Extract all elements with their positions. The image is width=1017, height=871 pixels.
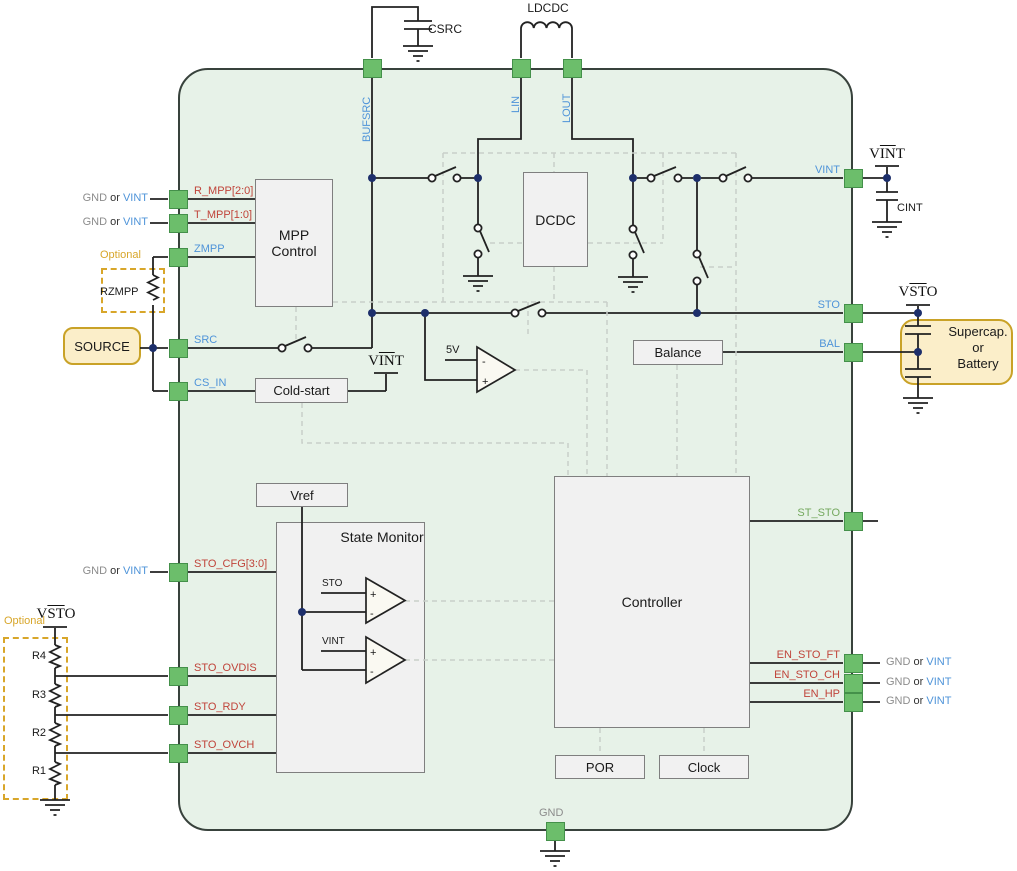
pin-lin (511, 58, 531, 78)
pin-sto-ovch (168, 743, 188, 763)
ground-icon (902, 397, 934, 414)
pin-label-st-sto: ST_STO (797, 507, 840, 519)
io-option-gnd-vint: GND or VINT (82, 192, 148, 204)
cint-capacitor-icon (876, 178, 898, 222)
resistor-label-r4: R4 (31, 650, 46, 662)
block-controller: Controller (554, 476, 750, 728)
block-vref: Vref (256, 483, 348, 507)
storage-label: Supercap. or Battery (948, 324, 1008, 371)
resistor-label-r3: R3 (31, 689, 46, 701)
pin-label-t-mpp: T_MPP[1:0] (194, 209, 253, 221)
vsto-rail-label: VSTO (898, 284, 938, 300)
rzmpp-label: RZMPP (100, 286, 139, 298)
resistor-label-r1: R1 (31, 765, 46, 777)
io-option-gnd-vint: GND or VINT (82, 565, 148, 577)
pin-label-cs-in: CS_IN (194, 377, 227, 389)
cint-label: CINT (897, 202, 923, 214)
pin-label-sto-ovdis: STO_OVDIS (194, 662, 257, 674)
junction-dot (149, 344, 157, 352)
block-cold-start: Cold-start (255, 378, 348, 403)
block-state-monitor (276, 522, 425, 773)
pin-cs-in (168, 381, 188, 401)
pin-label-bal: BAL (819, 338, 840, 350)
pin-r-mpp (168, 189, 188, 209)
vsto-rail-wire (863, 304, 930, 314)
pin-vint (843, 168, 863, 188)
pin-src (168, 338, 188, 358)
pin-label-en-hp: EN_HP (803, 688, 840, 700)
inductor-icon (520, 21, 573, 58)
pin-label-zmpp: ZMPP (194, 243, 225, 255)
ground-icon (402, 45, 434, 62)
pin-gnd (545, 821, 565, 841)
pin-label-bufsrc: BUFSRC (361, 96, 373, 142)
pin-en-hp (843, 692, 863, 712)
divider-tap-wires (55, 675, 168, 754)
pin-label-vint: VINT (814, 164, 840, 176)
ground-icon (871, 221, 903, 238)
block-balance: Balance (633, 340, 723, 365)
pin-label-en-sto-ch: EN_STO_CH (774, 669, 840, 681)
ldcdc-label: LDCDC (527, 1, 569, 15)
io-option-gnd-vint: GND or VINT (82, 216, 148, 228)
block-dcdc: DCDC (523, 172, 588, 267)
optional-label: Optional (4, 615, 45, 627)
pin-t-mpp (168, 213, 188, 233)
pin-label-lout: LOUT (561, 93, 573, 123)
io-option-gnd-vint: GND or VINT (886, 695, 952, 707)
pin-label-sto-rdy: STO_RDY (194, 701, 246, 713)
pin-sto-ovdis (168, 666, 188, 686)
pin-en-sto-ft (843, 653, 863, 673)
csin-outer-wire (152, 305, 168, 392)
pin-label-sto-cfg: STO_CFG[3:0] (194, 558, 268, 570)
source-label: SOURCE (74, 338, 130, 354)
pin-sto-rdy (168, 705, 188, 725)
junction-dot (883, 174, 891, 182)
io-option-gnd-vint: GND or VINT (886, 656, 952, 668)
comp-input-sto-label: STO (322, 578, 343, 589)
csrc-wire (371, 6, 419, 58)
pin-label-gnd: GND (539, 807, 564, 819)
pin-sto-cfg (168, 562, 188, 582)
pin-en-sto-ch (843, 673, 863, 693)
five-v-label: 5V (446, 344, 460, 356)
pin-sto (843, 303, 863, 323)
pin-label-en-sto-ft: EN_STO_FT (776, 649, 840, 661)
state-monitor-label: State Monitor (340, 529, 424, 545)
pin-lout (562, 58, 582, 78)
pin-st-sto (843, 511, 863, 531)
pin-label-src: SRC (194, 334, 218, 346)
resistor-label-r2: R2 (31, 727, 46, 739)
pin-label-sto-ovch: STO_OVCH (194, 739, 255, 751)
left-option-stubs (150, 198, 168, 573)
junction-dot (914, 309, 922, 317)
vint-rail-label: VINT (869, 146, 905, 162)
vint-rail-wire (863, 165, 899, 179)
source-box: SOURCE (63, 327, 141, 365)
csrc-label: CSRC (428, 22, 463, 36)
io-option-gnd-vint: GND or VINT (886, 676, 952, 688)
block-clock: Clock (659, 755, 749, 779)
vsto-rail-label: VSTO (36, 606, 76, 622)
optional-label: Optional (100, 249, 141, 261)
block-por: POR (555, 755, 645, 779)
pin-bal (843, 342, 863, 362)
vint-rail-label: VINT (368, 353, 404, 369)
pin-label-lin: LIN (510, 95, 522, 113)
ground-icon (39, 799, 71, 816)
pin-zmpp (168, 247, 188, 267)
pin-bufsrc (362, 58, 382, 78)
pin-label-sto: STO (817, 299, 840, 311)
ground-icon (539, 850, 571, 867)
comp-input-vint-label: VINT (322, 636, 345, 647)
pin-label-r-mpp: R_MPP[2:0] (194, 185, 254, 197)
block-mpp-control: MPP Control (255, 179, 333, 307)
